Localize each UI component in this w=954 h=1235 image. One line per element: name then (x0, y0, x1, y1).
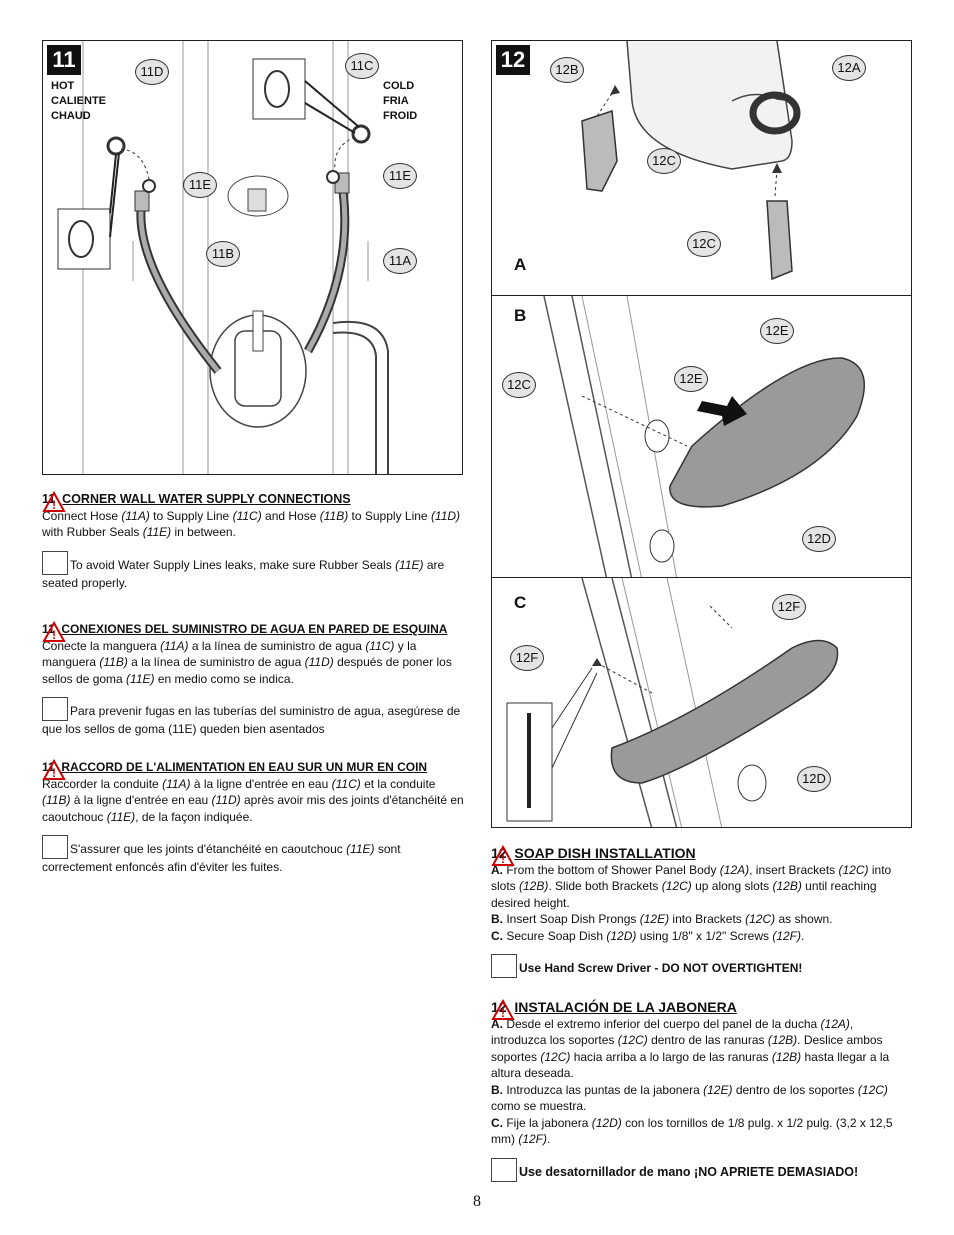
callout-11e-right: 11E (383, 163, 417, 189)
warning-icon: ! (42, 491, 68, 575)
step-11-fr-body: Raccorder la conduite (11A) à la ligne d… (42, 776, 464, 824)
step-12a-illustration (581, 41, 801, 281)
warning-icon: ! (491, 999, 517, 1182)
step-11-es-body: Conecte la manguera (11A) a la línea de … (42, 638, 452, 686)
step-12-es-heading: 12 INSTALACIÓN DE LA JABONERA (491, 999, 737, 1015)
step-number-11: 11 (47, 45, 81, 75)
callout-12e-mid: 12E (674, 366, 708, 392)
step-11-en-warning: !To avoid Water Supply Lines leaks, make… (42, 491, 466, 592)
step-12-en-a: A. From the bottom of Shower Panel Body … (491, 862, 892, 910)
step-11-illustration (57, 41, 389, 474)
svg-text:!: ! (52, 766, 56, 780)
step-12-es-warning: !Use desatornillador de mano ¡NO APRIETE… (491, 999, 911, 1182)
step-12-es-b: B. Introduzca las puntas de la jabonera … (491, 1082, 888, 1114)
step-12c-illustration (506, 578, 839, 827)
callout-12c-top: 12C (647, 148, 681, 174)
step-12-panel-c: C 12F 12F 12D (491, 577, 912, 828)
step-12-en-heading: 12 SOAP DISH INSTALLATION (491, 845, 696, 861)
warning-icon: ! (42, 759, 68, 859)
step-12-en: 12 SOAP DISH INSTALLATION A. From the bo… (491, 845, 911, 978)
callout-12e-top: 12E (760, 318, 794, 344)
step-12-en-b: B. Insert Soap Dish Prongs (12E) into Br… (491, 912, 833, 926)
step-12-panel-b: B 12E 12E 12C 12D (491, 295, 912, 579)
callout-11b: 11B (206, 241, 240, 267)
step-11-en-body: Connect Hose (11A) to Supply Line (11C) … (42, 508, 461, 540)
callout-11c: 11C (345, 53, 379, 79)
callout-11e-left: 11E (183, 172, 217, 198)
warning-icon: ! (42, 621, 68, 721)
panel-b-label: B (514, 306, 527, 325)
svg-text:!: ! (501, 1006, 505, 1020)
step-12-es-c: C. Fije la jabonera (12D) con los tornil… (491, 1115, 893, 1147)
step-12-es-a: A. Desde el extremo inferior del cuerpo … (491, 1016, 890, 1081)
step-11-en: 11 CORNER WALL WATER SUPPLY CONNECTIONS … (42, 491, 466, 591)
step-12-es: 12 INSTALACIÓN DE LA JABONERA A. Desde e… (491, 999, 911, 1182)
step-11-fr-warning: !S'assurer que les joints d'étanchéité e… (42, 759, 466, 876)
step-11-es: 11 CONEXIONES DEL SUMINISTRO DE AGUA EN … (42, 621, 466, 738)
step-11-fr-heading: 11 RACCORD DE L'ALIMENTATION EN EAU SUR … (42, 760, 428, 774)
callout-12c-bottom: 12C (687, 231, 721, 257)
callout-12a: 12A (832, 55, 866, 81)
callout-12c: 12C (502, 372, 536, 398)
callout-12b: 12B (550, 57, 584, 83)
step-11-en-heading: 11 CORNER WALL WATER SUPPLY CONNECTIONS (42, 492, 351, 506)
step-12-en-c: C. Secure Soap Dish (12D) using 1/8" x 1… (491, 928, 805, 943)
callout-12d: 12D (802, 526, 836, 552)
svg-text:!: ! (52, 628, 56, 642)
callout-12f-left: 12F (510, 645, 544, 671)
step-12b-illustration (543, 296, 865, 578)
callout-11d: 11D (135, 59, 169, 85)
step-11-es-heading: 11 CONEXIONES DEL SUMINISTRO DE AGUA EN … (42, 622, 448, 636)
step-12-en-warning: !Use Hand Screw Driver - DO NOT OVERTIGH… (491, 845, 911, 978)
svg-text:!: ! (52, 498, 56, 512)
page-number: 8 (473, 1193, 481, 1210)
step-11-fr: 11 RACCORD DE L'ALIMENTATION EN EAU SUR … (42, 759, 466, 876)
step-number-12: 12 (496, 45, 530, 75)
warning-icon: ! (491, 845, 517, 978)
svg-text:!: ! (501, 852, 505, 866)
panel-c-label: C (514, 593, 527, 612)
callout-12f-top: 12F (772, 594, 806, 620)
step-11-es-warning: !Para prevenir fugas en las tuberías del… (42, 621, 466, 738)
callout-12d: 12D (797, 766, 831, 792)
callout-11a: 11A (383, 248, 417, 274)
step-12-panel-a: 12 12B 12A 12C 12C A (491, 40, 912, 297)
panel-a-label: A (514, 255, 527, 274)
